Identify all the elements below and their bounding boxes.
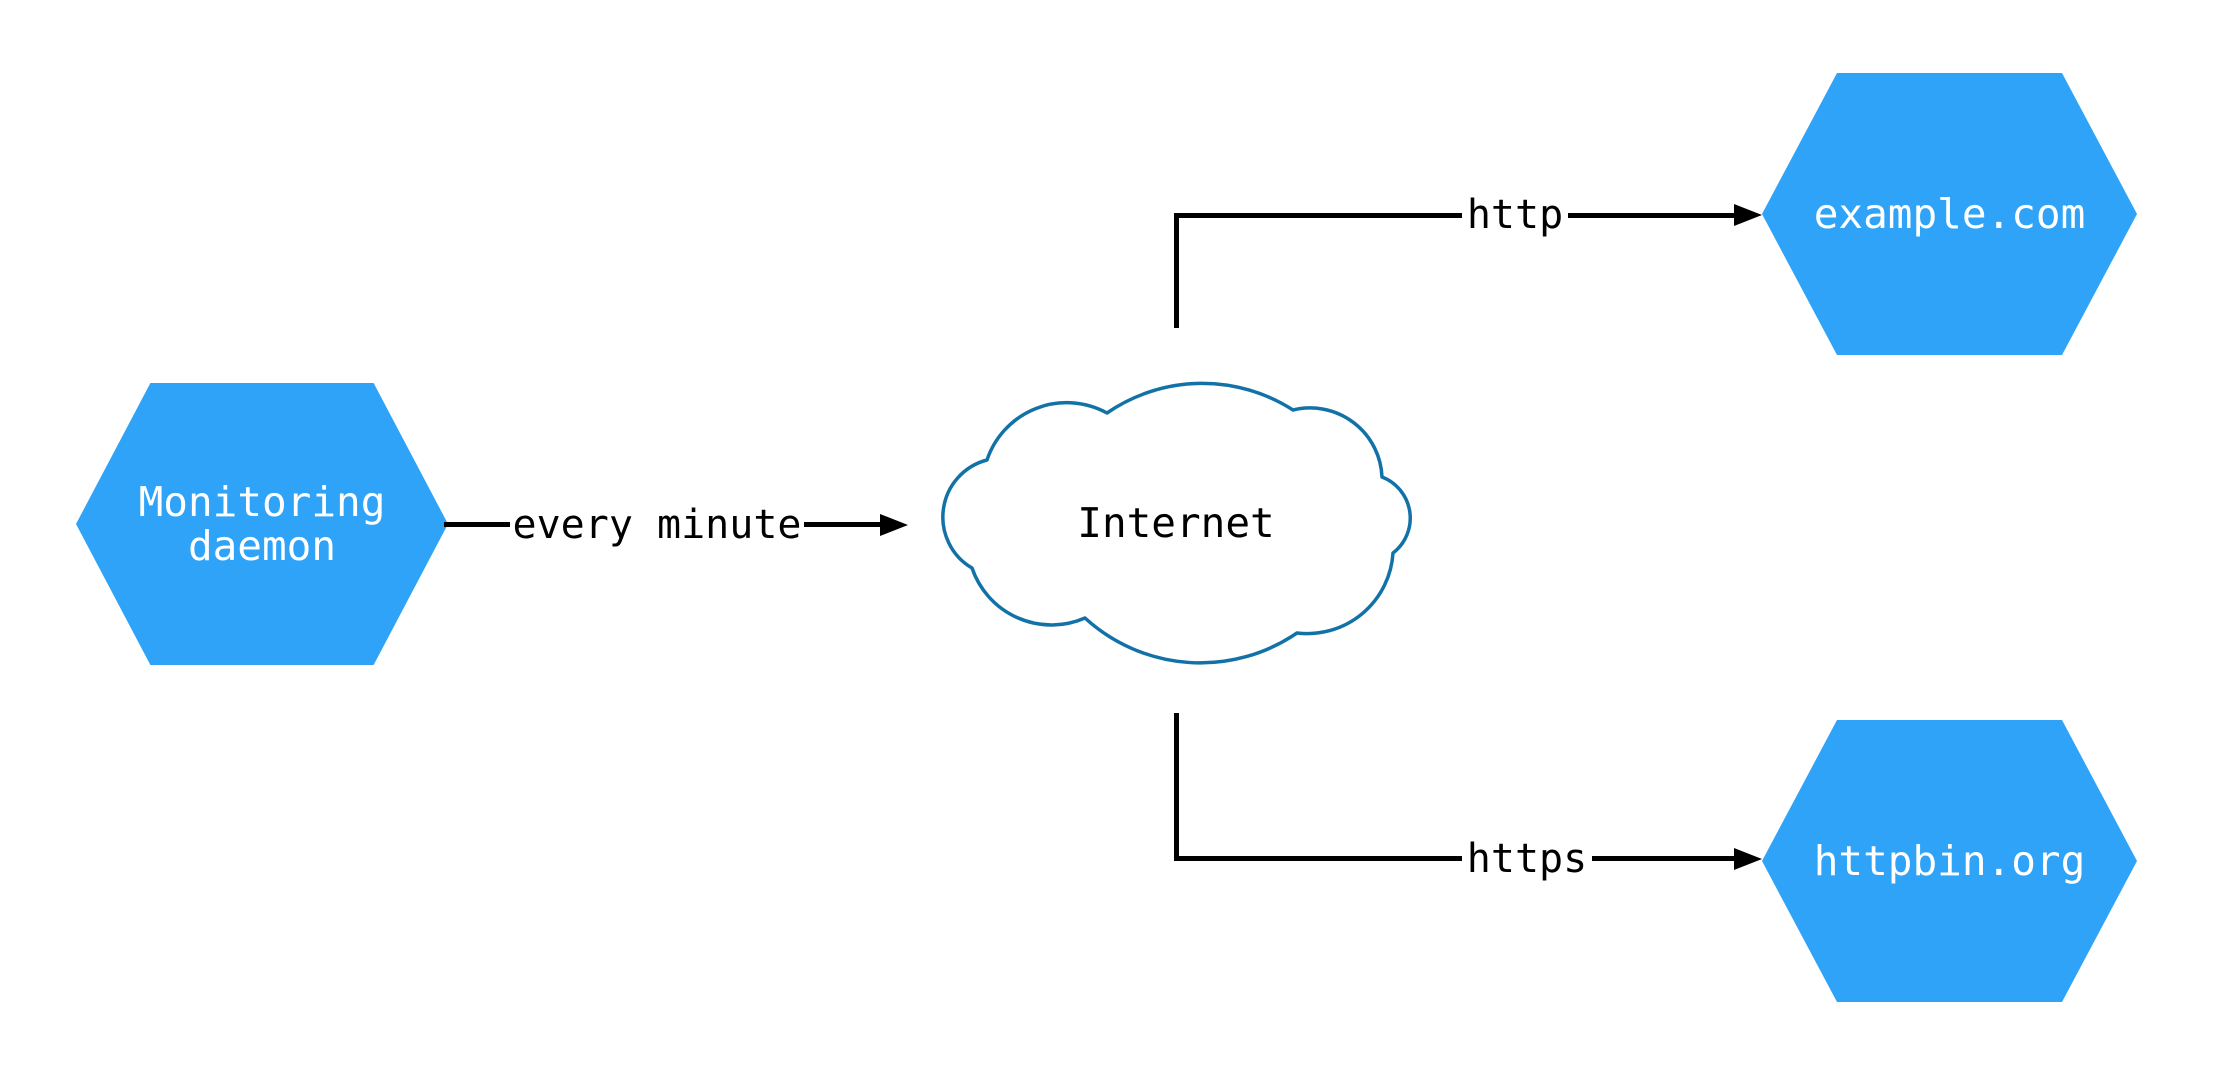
node-httpbin-org-label: httpbin.org: [1813, 837, 2086, 885]
node-example-com: example.com: [1762, 73, 2137, 355]
edge-https-hline-end: [1592, 856, 1734, 861]
edge-http-vline: [1174, 213, 1179, 328]
node-monitoring-daemon-label-line2: daemon: [187, 522, 337, 570]
cloud-icon: [941, 381, 1412, 665]
node-internet-label: Internet: [1077, 499, 1275, 547]
edge-https-vline: [1174, 713, 1179, 861]
edge-http-label: http: [1466, 192, 1564, 238]
node-example-com-label: example.com: [1813, 190, 2086, 238]
node-httpbin-org: httpbin.org: [1762, 720, 2137, 1002]
edge-http-arrowhead-icon: [1734, 204, 1762, 226]
edge-http-hline-end: [1568, 213, 1734, 218]
edge-https-arrowhead-icon: [1734, 848, 1762, 870]
edge-every-minute-line-start: [444, 522, 510, 527]
edge-every-minute-arrowhead-icon: [880, 514, 908, 536]
node-monitoring-daemon: Monitoring daemon: [76, 383, 448, 665]
edge-https-label: https: [1466, 836, 1588, 882]
edge-http-hline-start: [1174, 213, 1462, 218]
edge-every-minute-line-end: [804, 522, 882, 527]
edge-every-minute-label: every minute: [512, 502, 802, 548]
cloud-outline: [941, 381, 1412, 665]
edge-https-hline-start: [1174, 856, 1462, 861]
node-monitoring-daemon-label-line1: Monitoring: [138, 478, 386, 526]
